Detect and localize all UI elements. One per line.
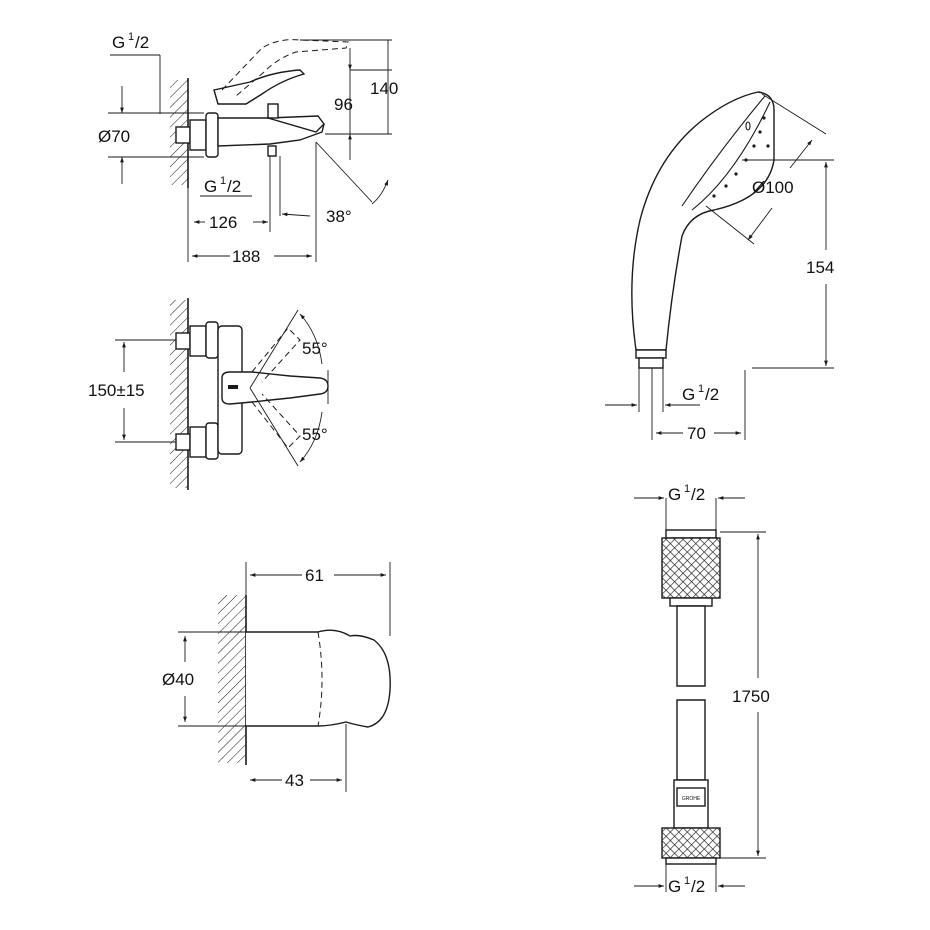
shower-thread [638, 357, 664, 369]
d126-label: 126 [209, 213, 237, 232]
a55-top-label: 55° [302, 339, 328, 358]
d43-label: 43 [285, 771, 304, 790]
hose-top-thread-g: G [668, 485, 681, 504]
head-seam [681, 95, 766, 207]
d61-label: 61 [305, 566, 324, 585]
head-mark [745, 121, 751, 131]
head-face [691, 101, 771, 211]
spout [267, 115, 325, 133]
d150-label: 150±15 [88, 381, 145, 400]
shower-collar [635, 349, 667, 359]
holder-dashed-profile [317, 631, 323, 727]
dia100-label: Ø100 [752, 178, 794, 197]
shower-thread-sub: /2 [705, 385, 719, 404]
hose-bottom-thread-sup: 1 [684, 875, 690, 887]
diverter-knob [267, 103, 279, 119]
mixer-top-view: 55° 55° 150±15 [88, 298, 329, 490]
lever-rotated-up [251, 327, 301, 383]
wall-hatch [218, 595, 246, 763]
holder-body [246, 629, 391, 728]
thread-bottom-g: G [204, 177, 217, 196]
mixer-side-view: G 1 /2 Ø70 96 140 G 1 /2 126 38° 18 [98, 31, 398, 266]
lever [213, 69, 306, 105]
hose-top-nut [661, 537, 721, 599]
wall-hatch [170, 300, 188, 488]
thread-bottom-sup: 1 [220, 175, 226, 187]
hose-bottom-thread [665, 857, 717, 865]
hand-shower-view: Ø100 154 G 1 /2 70 [605, 91, 834, 443]
thread-bottom-sub: /2 [227, 177, 241, 196]
outlet-stub [267, 145, 277, 157]
d188-label: 188 [232, 247, 260, 266]
hose-view: G 1 /2 GROHE 1750 G 1 /2 [634, 483, 770, 896]
hose-bottom-thread-sub: /2 [691, 877, 705, 896]
d38-label: 38° [326, 207, 352, 226]
nut-top [189, 325, 207, 357]
lever-rotated-down [251, 393, 301, 449]
d70-label: 70 [687, 424, 706, 443]
thread-top-sup: 1 [128, 31, 134, 43]
hose-top-collar [669, 597, 713, 607]
hose-segment-upper [676, 605, 706, 687]
flange-top [205, 321, 219, 359]
brand-mark: GROHE [682, 796, 701, 802]
thread-top-sub: /2 [135, 33, 149, 52]
hose-bottom-thread-g: G [668, 877, 681, 896]
thread-top-g: G [112, 33, 125, 52]
d140-label: 140 [370, 79, 398, 98]
wall-connector [175, 126, 191, 144]
hose-segment-lower [676, 699, 706, 781]
dia70-label: Ø70 [98, 127, 130, 146]
nut-bottom [189, 426, 207, 458]
hose-top-thread [665, 529, 717, 539]
lever-mark [228, 385, 238, 389]
flange-bottom [205, 422, 219, 460]
hose-top-thread-sup: 1 [684, 483, 690, 495]
hose-top-thread-sub: /2 [691, 485, 705, 504]
nut [189, 119, 207, 151]
brand-badge [676, 787, 706, 807]
connector-top [175, 332, 191, 350]
d1750-label: 1750 [732, 687, 770, 706]
shower-handle [631, 91, 775, 351]
a55-bottom-label: 55° [302, 425, 328, 444]
dia40-label: Ø40 [162, 670, 194, 689]
flange [205, 112, 219, 158]
connector-bottom [175, 433, 191, 451]
shower-thread-g: G [682, 385, 695, 404]
wall-holder-view: 61 Ø40 43 [162, 562, 391, 792]
shower-thread-sup: 1 [698, 383, 704, 395]
d96-label: 96 [334, 95, 353, 114]
hose-bottom-nut [661, 827, 721, 859]
d154-label: 154 [806, 258, 834, 277]
nozzle-dots [712, 116, 770, 198]
